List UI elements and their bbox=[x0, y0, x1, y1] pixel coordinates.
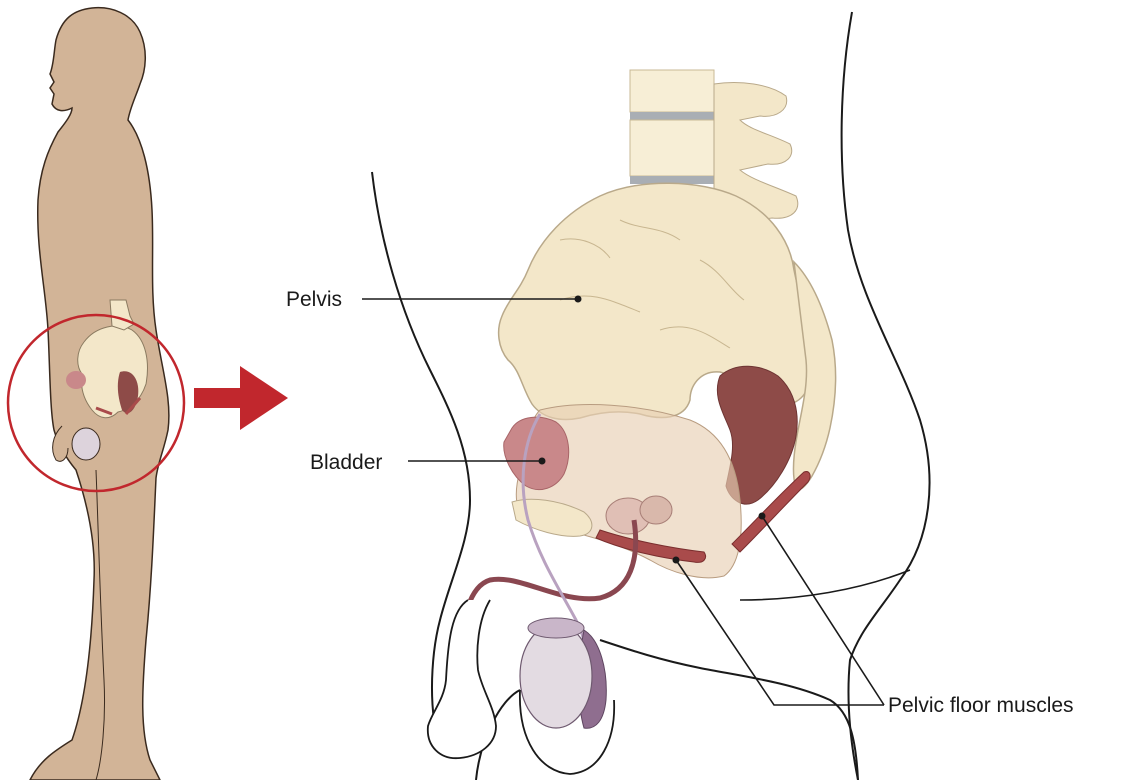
leader-pelvic-floor-back bbox=[762, 516, 884, 705]
thigh-line bbox=[740, 570, 910, 600]
mini-bladder bbox=[66, 371, 86, 389]
detail-view bbox=[372, 12, 930, 780]
dot-bladder bbox=[539, 458, 546, 465]
label-bladder-text: Bladder bbox=[310, 451, 382, 474]
seminal-vesicle bbox=[640, 496, 672, 524]
zoom-arrow bbox=[194, 366, 288, 430]
testis bbox=[520, 624, 592, 728]
label-pelvic-floor-muscles-text: Pelvic floor muscles bbox=[888, 694, 1074, 717]
epididymis-top bbox=[528, 618, 584, 638]
perineum-outline bbox=[600, 640, 858, 780]
dot-pelvis bbox=[575, 296, 582, 303]
dot-pelvic-floor-back bbox=[759, 513, 766, 520]
label-pelvis-text: Pelvis bbox=[286, 288, 342, 311]
disc-1 bbox=[630, 112, 714, 120]
back-body-outline bbox=[842, 12, 930, 780]
body-silhouette-figure bbox=[8, 8, 184, 780]
vertebra-1 bbox=[630, 70, 714, 112]
bladder bbox=[504, 417, 569, 489]
dot-pelvic-floor-front bbox=[673, 557, 680, 564]
mini-testis bbox=[72, 428, 100, 460]
vertebra-2 bbox=[630, 120, 714, 176]
